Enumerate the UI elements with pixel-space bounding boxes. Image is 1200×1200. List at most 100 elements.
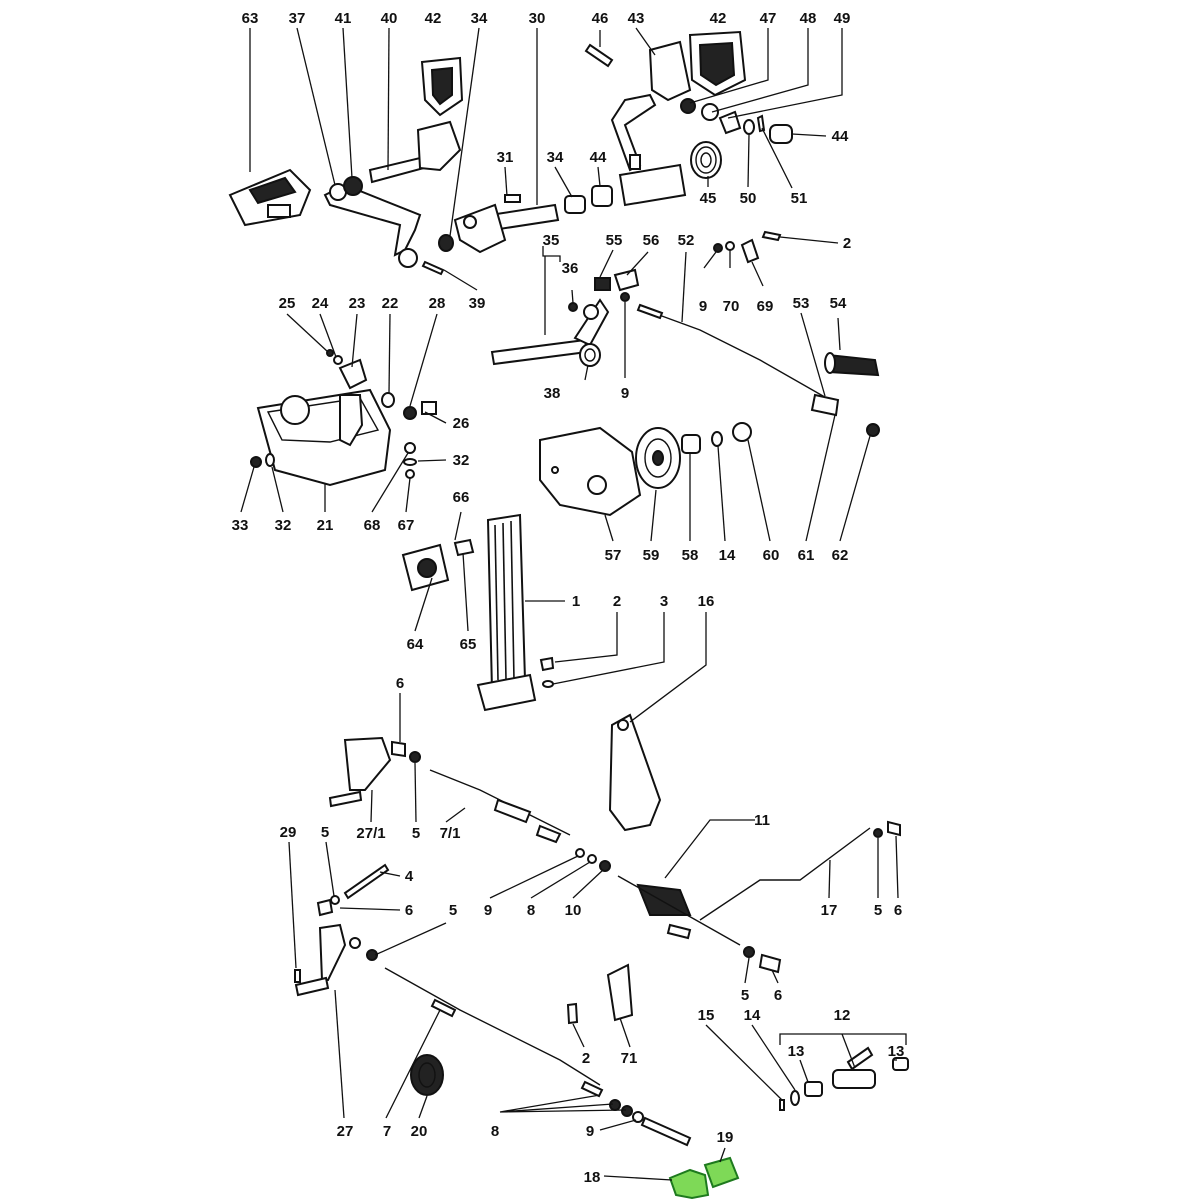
label-18: 18	[584, 1169, 601, 1186]
label-29: 29	[280, 824, 297, 841]
part-70-washer	[725, 241, 735, 251]
label-8-bottom: 8	[491, 1123, 499, 1140]
part-4-pin	[343, 863, 390, 900]
part-32-washer-right	[403, 458, 417, 466]
label-9-mid: 9	[621, 385, 629, 402]
part-rod-bottom	[640, 1116, 692, 1147]
part-63-pedal-rubber	[228, 168, 312, 227]
label-41: 41	[335, 10, 352, 27]
part-42-pedal-pad-left	[420, 56, 464, 117]
label-35: 35	[543, 232, 560, 249]
part-3-washer	[542, 680, 554, 688]
part-33-nut	[250, 456, 262, 468]
part-66-bolt	[453, 538, 475, 557]
part-5-nut-center	[743, 946, 755, 958]
label-33: 33	[232, 517, 249, 534]
label-30: 30	[529, 10, 546, 27]
part-14-washer-top	[711, 431, 723, 447]
part-27-bracket-lower	[294, 923, 361, 997]
label-7: 7	[383, 1123, 391, 1140]
label-36: 36	[562, 260, 579, 277]
label-59: 59	[643, 547, 660, 564]
label-60: 60	[763, 547, 780, 564]
label-32-right: 32	[453, 452, 470, 469]
label-37: 37	[289, 10, 306, 27]
part-11-boot	[617, 875, 741, 946]
part-6-clevis-left	[316, 898, 334, 917]
label-5-left: 5	[321, 824, 329, 841]
part-55-block	[594, 277, 611, 291]
part-57-cover	[539, 426, 642, 517]
part-56-clip	[613, 268, 640, 292]
label-14-top: 14	[719, 547, 736, 564]
part-16-hook-lever	[608, 713, 662, 832]
label-6-right: 6	[894, 902, 902, 919]
label-6-top: 6	[396, 675, 404, 692]
label-34-mid: 34	[547, 149, 564, 166]
label-55: 55	[606, 232, 623, 249]
label-42-left: 42	[425, 10, 442, 27]
label-51: 51	[791, 190, 808, 207]
label-26: 26	[453, 415, 470, 432]
part-2-screw-bottom	[566, 1002, 579, 1025]
part-34-bushing-left	[438, 234, 454, 252]
part-5-nut-right	[873, 828, 883, 838]
label-42-right: 42	[710, 10, 727, 27]
part-9-nut-lower	[575, 848, 585, 858]
part-23-bracket	[338, 358, 368, 390]
part-30-shaft	[453, 203, 560, 254]
label-5-center: 5	[741, 987, 749, 1004]
part-7-1-cable	[429, 769, 571, 844]
part-9-nut-top	[713, 243, 723, 253]
part-67-nut	[405, 469, 415, 479]
label-20: 20	[411, 1123, 428, 1140]
part-36-nut	[568, 302, 578, 312]
label-14-bottom: 14	[744, 1007, 761, 1024]
part-6-clevis-right	[887, 820, 901, 837]
label-17: 17	[821, 902, 838, 919]
part-31-key	[504, 194, 521, 203]
part-18-19-highlight[interactable]	[668, 1156, 740, 1200]
part-29-pin	[294, 969, 301, 983]
label-1: 1	[572, 593, 580, 610]
label-65: 65	[460, 636, 477, 653]
part-69-clip	[740, 238, 760, 264]
label-23: 23	[349, 295, 366, 312]
label-32-left: 32	[275, 517, 292, 534]
callout-labels: 63 37 41 40 42 34 30 46 43 42 47 48 49 4…	[232, 10, 905, 1186]
part-2-screw-top	[761, 230, 782, 242]
part-43-brake-pedal	[610, 40, 692, 207]
part-41-bushing	[343, 176, 363, 196]
label-54: 54	[830, 295, 847, 312]
part-18-bolt[interactable]	[668, 1168, 710, 1200]
label-3: 3	[660, 593, 668, 610]
label-43: 43	[628, 10, 645, 27]
part-7-cable	[384, 967, 604, 1098]
label-49: 49	[834, 10, 851, 27]
part-40-pedal-arm	[368, 120, 462, 184]
part-54-rubber-boot	[824, 352, 880, 377]
label-52: 52	[678, 232, 695, 249]
label-57: 57	[605, 547, 622, 564]
label-64: 64	[407, 636, 424, 653]
part-28-nut	[403, 406, 417, 420]
label-31: 31	[497, 149, 514, 166]
part-42-pedal-pad-right	[688, 30, 747, 97]
part-14-washer-bottom	[790, 1090, 800, 1106]
label-25: 25	[279, 295, 296, 312]
label-47: 47	[760, 10, 777, 27]
label-28: 28	[429, 295, 446, 312]
part-39-pin	[421, 260, 445, 276]
part-19-sleeve[interactable]	[703, 1156, 740, 1189]
label-9-lower: 9	[484, 902, 492, 919]
label-8-lower: 8	[527, 902, 535, 919]
label-22: 22	[382, 295, 399, 312]
label-71: 71	[621, 1050, 638, 1067]
part-5-nut-lower-left	[366, 949, 378, 961]
part-20-roller	[410, 1054, 444, 1096]
label-7-1: 7/1	[440, 825, 461, 842]
part-62-nut	[866, 423, 880, 437]
part-44-bushing-right	[769, 124, 793, 144]
part-53-cable-end	[810, 393, 840, 417]
label-27-1: 27/1	[356, 825, 385, 842]
